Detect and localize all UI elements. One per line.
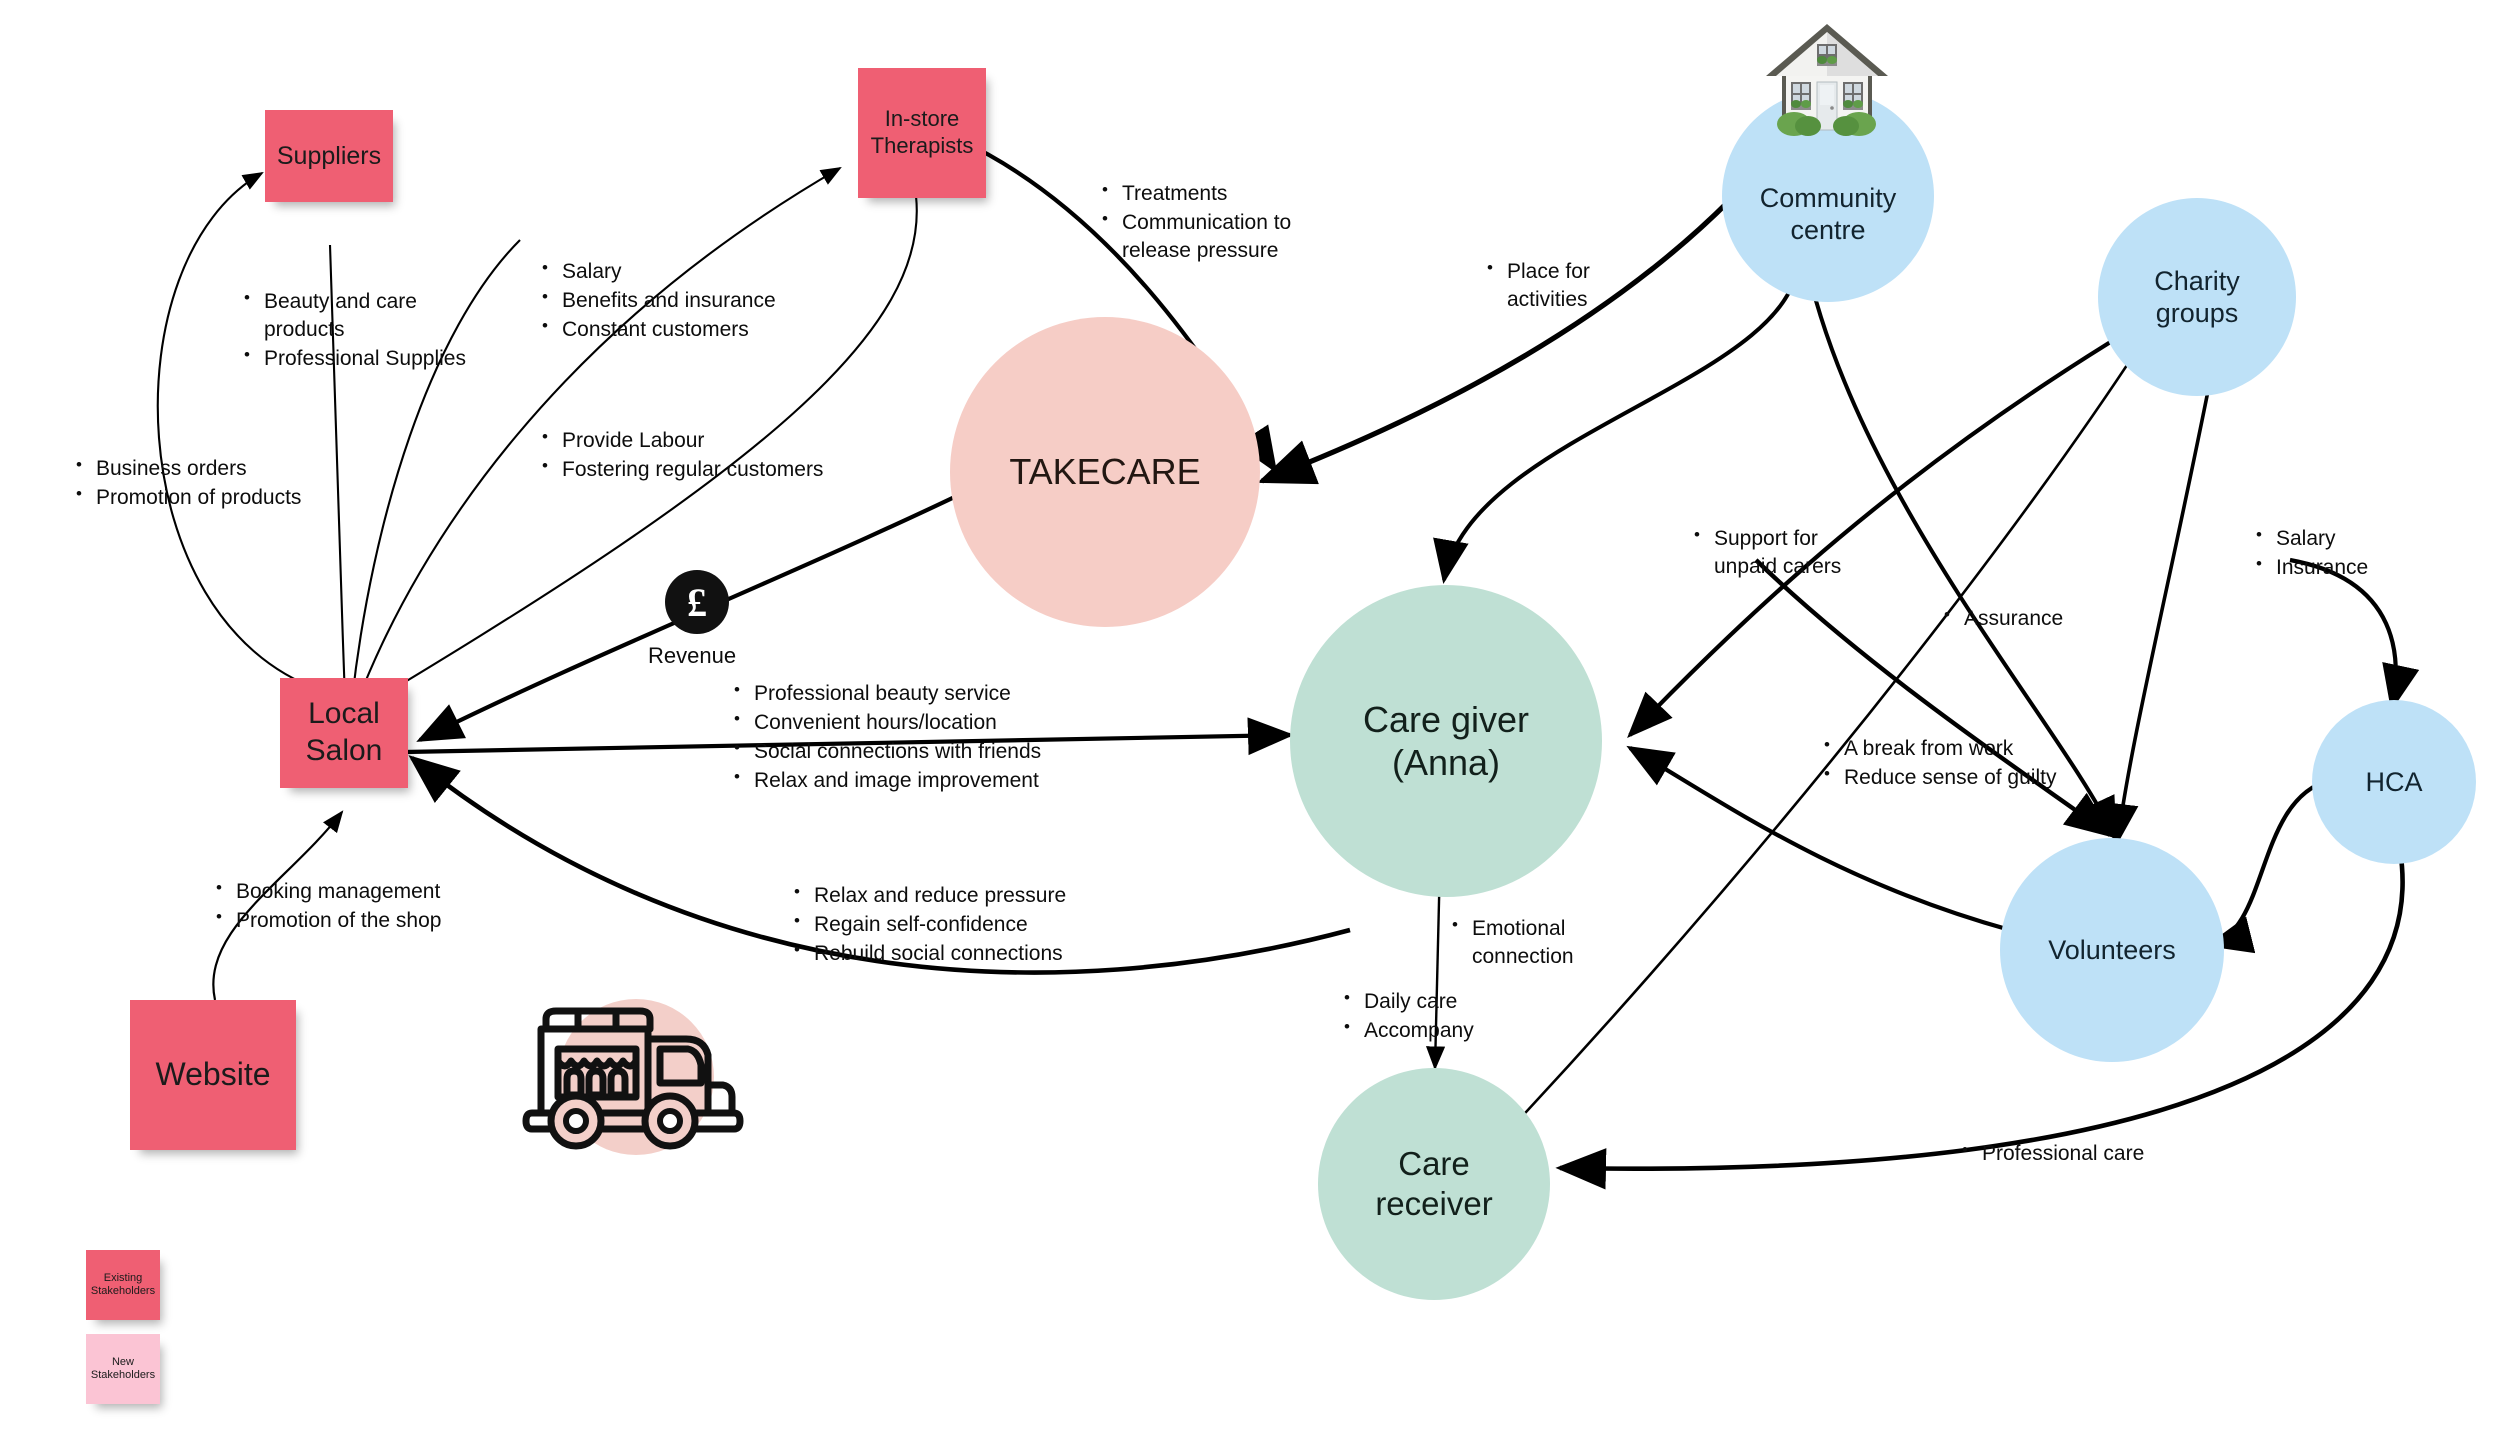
legend-item-new-stakeholders: New Stakeholders [86, 1334, 160, 1404]
label-volunteers-to-caregiver: Assurance [1940, 604, 2063, 634]
circle-caregiver-anna-label: Care giver (Anna) [1362, 698, 1530, 783]
sticky-note-in-store-therapists[interactable]: In-store Therapists [858, 68, 986, 198]
label-caregiver-to-carereceiver-item: Daily care [1340, 987, 1474, 1016]
label-salon-to-suppliers-item: Promotion of products [72, 483, 301, 512]
circle-volunteers-label: Volunteers [2048, 934, 2176, 965]
sticky-note-local-salon[interactable]: Local Salon [280, 678, 408, 788]
legend-item-existing-stakeholders-label: Existing Stakeholders [90, 1271, 156, 1297]
label-therapists-to-salon-item: Provide Labour [538, 426, 823, 455]
revenue-coin-icon: £ [665, 570, 729, 634]
label-caregiver-to-carereceiver-item: Accompany [1340, 1016, 1474, 1045]
label-hca-to-carereceiver: Professional care [1958, 1139, 2144, 1169]
label-caregiver-to-carereceiver: Daily care Accompany [1340, 987, 1474, 1046]
circle-charity-groups[interactable]: Charity groups [2098, 198, 2296, 396]
legend-item-existing-stakeholders: Existing Stakeholders [86, 1250, 160, 1320]
label-caregiver-to-salon-item: Regain self-confidence [790, 910, 1066, 939]
circle-takecare-label: TAKECARE [1009, 451, 1201, 493]
label-community-to-caregiver: Place for activities [1483, 257, 1617, 315]
label-salon-to-suppliers: Business orders Promotion of products [72, 454, 301, 513]
label-suppliers-to-salon-item: Beauty and care products [240, 287, 464, 344]
label-website-to-salon-item: Booking management [212, 877, 441, 906]
label-charity-to-caregiver-item: Support for unpaid carers [1690, 524, 1874, 581]
label-charity-to-hca-item: Insurance [2252, 553, 2368, 582]
label-charity-to-hca-item: Salary [2252, 524, 2368, 553]
label-therapists-to-salon-item: Fostering regular customers [538, 455, 823, 484]
circle-takecare[interactable]: TAKECARE [950, 317, 1260, 627]
label-charity-to-caregiver: Support for unpaid carers [1690, 524, 1874, 582]
label-website-to-salon: Booking management Promotion of the shop [212, 877, 441, 936]
label-volunteers-support: A break from work Reduce sense of guilty [1820, 734, 2056, 793]
legend: Existing Stakeholders New Stakeholders [86, 1250, 160, 1418]
label-volunteers-support-item: A break from work [1820, 734, 2056, 763]
beauty-van-icon [518, 985, 744, 1155]
label-website-to-salon-item: Promotion of the shop [212, 906, 441, 935]
label-suppliers-to-salon-item: Professional Supplies [240, 344, 466, 373]
label-salon-to-therapists-item: Salary [538, 257, 776, 286]
sticky-note-website[interactable]: Website [130, 1000, 296, 1150]
label-therapists-to-salon: Provide Labour Fostering regular custome… [538, 426, 823, 485]
label-charity-to-hca: Salary Insurance [2252, 524, 2368, 583]
house-icon [1762, 18, 1892, 138]
label-caregiver-to-salon-item: Rebuild social connections [790, 939, 1066, 968]
label-volunteers-to-caregiver-item: Assurance [1940, 604, 2063, 633]
label-salon-to-caregiver-item: Relax and image improvement [730, 766, 1041, 795]
label-salon-to-suppliers-item: Business orders [72, 454, 301, 483]
sticky-note-local-salon-label: Local Salon [305, 697, 383, 767]
label-caregiver-to-salon-item: Relax and reduce pressure [790, 881, 1066, 910]
label-therapists-to-caregiver-item: Treatments [1098, 179, 1322, 208]
label-salon-to-therapists: Salary Benefits and insurance Constant c… [538, 257, 776, 345]
sticky-note-suppliers[interactable]: Suppliers [265, 110, 393, 202]
circle-caregiver-anna[interactable]: Care giver (Anna) [1290, 585, 1602, 897]
revenue-label: Revenue [648, 643, 737, 668]
label-hca-to-carereceiver-item: Professional care [1958, 1139, 2144, 1168]
circle-charity-groups-label: Charity groups [2154, 265, 2240, 328]
circle-volunteers[interactable]: Volunteers [2000, 838, 2224, 1062]
sticky-note-suppliers-label: Suppliers [276, 141, 382, 170]
label-suppliers-to-salon: Beauty and care products Professional Su… [240, 287, 466, 374]
label-community-to-caregiver-item: Place for activities [1483, 257, 1617, 314]
label-therapists-to-caregiver: Treatments Communication to release pres… [1098, 179, 1322, 266]
sticky-note-website-label: Website [155, 1056, 271, 1093]
circle-community-centre-label: Community centre [1759, 182, 1897, 245]
label-salon-to-caregiver-item: Professional beauty service [730, 679, 1041, 708]
label-salon-to-caregiver-item: Convenient hours/location [730, 708, 1041, 737]
label-salon-to-therapists-item: Benefits and insurance [538, 286, 776, 315]
label-salon-to-caregiver: Professional beauty service Convenient h… [730, 679, 1041, 796]
circle-care-receiver[interactable]: Care receiver [1318, 1068, 1550, 1300]
circle-care-receiver-label: Care receiver [1375, 1145, 1493, 1222]
label-caregiver-emotional-connection-item: Emotional connection [1448, 914, 1592, 971]
label-therapists-to-caregiver-item: Communication to release pressure [1098, 208, 1322, 265]
label-salon-to-therapists-item: Constant customers [538, 315, 776, 344]
circle-hca[interactable]: HCA [2312, 700, 2476, 864]
legend-item-new-stakeholders-label: New Stakeholders [90, 1355, 156, 1381]
label-caregiver-to-salon: Relax and reduce pressure Regain self-co… [790, 881, 1066, 969]
circle-hca-label: HCA [2365, 766, 2423, 797]
label-volunteers-support-item: Reduce sense of guilty [1820, 763, 2056, 792]
sticky-note-in-store-therapists-label: In-store Therapists [870, 106, 974, 158]
revenue-currency-symbol: £ [687, 579, 707, 625]
label-caregiver-emotional-connection: Emotional connection [1448, 914, 1592, 972]
label-salon-to-caregiver-item: Social connections with friends [730, 737, 1041, 766]
